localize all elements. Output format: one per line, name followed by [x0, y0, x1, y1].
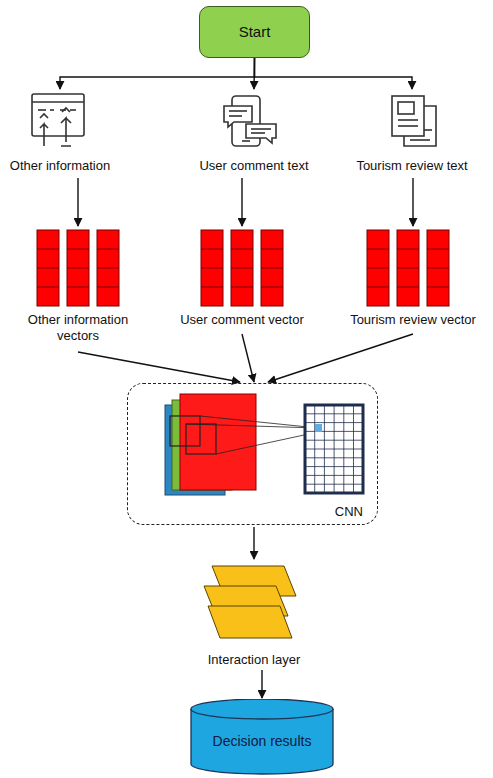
vector-cell-line — [397, 268, 419, 269]
vector-cell-line — [427, 249, 449, 250]
grid-line — [305, 449, 363, 450]
vector-group: User comment vector — [167, 228, 317, 330]
vector-cell-line — [97, 249, 119, 250]
vector-cell-line — [261, 268, 283, 269]
start-box: Start — [199, 6, 310, 58]
vector-cell-line — [397, 249, 419, 250]
input-icon: User comment text — [189, 90, 319, 174]
vector-column — [201, 230, 223, 306]
vector-cell-line — [97, 287, 119, 288]
flow-arrow — [255, 58, 413, 89]
vector-column — [67, 230, 89, 306]
grid-line — [305, 413, 363, 414]
flow-arrow — [241, 178, 242, 226]
vector-cell-line — [37, 249, 59, 250]
vector-cell-line — [201, 287, 223, 288]
vector-cell-line — [427, 287, 449, 288]
vector-cell-line — [427, 268, 449, 269]
box-label: CNN — [335, 504, 363, 520]
node-label: Tourism review vector — [338, 312, 488, 328]
cylinder-rim — [191, 709, 333, 719]
vector-column — [97, 230, 119, 306]
vector-cell-line — [261, 249, 283, 250]
vector-cell-line — [201, 268, 223, 269]
vector-cell-line — [201, 249, 223, 250]
vector-cell-line — [367, 249, 389, 250]
vector-cell-line — [37, 268, 59, 269]
node-label: Start — [239, 24, 271, 40]
vector-cell-line — [67, 249, 89, 250]
vector-group: Other information vectors — [18, 228, 138, 348]
vector-cell-line — [367, 287, 389, 288]
vector-column — [261, 230, 283, 306]
vector-cell-line — [367, 268, 389, 269]
node-label: Other information vectors — [18, 312, 138, 344]
vector-cell-line — [67, 268, 89, 269]
cylinder-body — [191, 699, 333, 774]
info-icon — [32, 94, 84, 146]
flow-arrow — [253, 527, 254, 559]
node-label: Other information — [2, 158, 118, 174]
database-cylinder: Decision results — [190, 699, 334, 775]
vector-cell-line — [97, 268, 119, 269]
vector-column — [231, 230, 253, 306]
vector-cell-line — [231, 249, 253, 250]
grid-line — [305, 440, 363, 441]
flow-arrow — [60, 58, 255, 89]
node-label: Tourism review text — [345, 158, 479, 174]
grid-line — [305, 484, 363, 485]
node-label: User comment text — [189, 158, 319, 174]
interaction-layer: Interaction layer — [184, 560, 324, 668]
node-label: Decision results — [199, 725, 326, 749]
vector-group: Tourism review vector — [338, 228, 488, 330]
cnn-box: CNN — [127, 383, 378, 525]
vector-cell-line — [37, 287, 59, 288]
comment-icon — [224, 96, 276, 146]
grid-line — [305, 466, 363, 467]
node-label: User comment vector — [167, 312, 317, 328]
flow-arrow — [78, 352, 240, 382]
vector-column — [37, 230, 59, 306]
input-icon: Tourism review text — [345, 90, 479, 174]
document-icon — [392, 96, 436, 146]
node-label: Interaction layer — [184, 652, 324, 668]
flow-arrow — [268, 334, 413, 382]
vector-cell-line — [261, 287, 283, 288]
grid-line — [305, 431, 363, 432]
vector-cell-line — [231, 287, 253, 288]
input-icon: Other information — [2, 90, 118, 174]
vector-cell-line — [67, 287, 89, 288]
cnn-illustration — [165, 394, 363, 495]
vector-cell-line — [397, 287, 419, 288]
vector-column — [397, 230, 419, 306]
grid-line — [305, 457, 363, 458]
interaction-sheets — [204, 566, 296, 638]
grid-line — [305, 475, 363, 476]
vector-cell-line — [231, 268, 253, 269]
vector-column — [427, 230, 449, 306]
grid-line — [305, 422, 363, 423]
flow-arrow — [242, 334, 254, 382]
flow-arrow — [261, 670, 262, 698]
flow-arrow — [412, 178, 413, 226]
vector-column — [367, 230, 389, 306]
flow-arrow — [77, 178, 78, 226]
vector-blocks — [37, 230, 449, 306]
